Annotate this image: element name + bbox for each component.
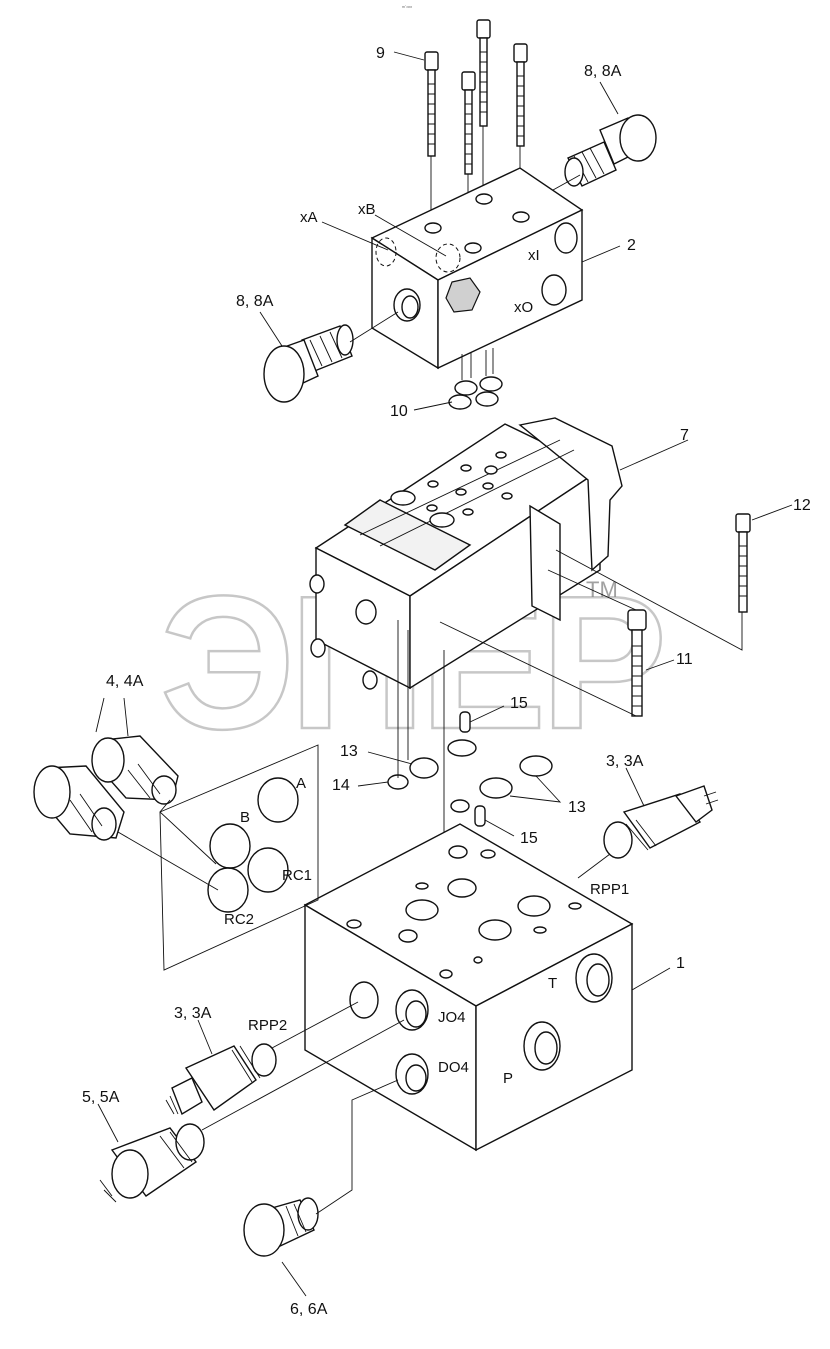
port-label-B: B (240, 809, 250, 826)
callout-1: 1 (676, 955, 685, 972)
cartridge-8-left (263, 324, 354, 403)
port-label-RC1: RC1 (282, 867, 312, 884)
valve-block-2 (370, 167, 584, 370)
port-label-RC2: RC2 (224, 911, 254, 928)
screw-11 (627, 609, 647, 717)
callout-8-8a-left: 8, 8A (236, 293, 274, 310)
callout-9: 9 (376, 45, 385, 62)
screw-12 (735, 513, 751, 613)
port-label-RPP1: RPP1 (590, 881, 629, 898)
screw (424, 51, 439, 157)
screw (461, 71, 476, 175)
port-label-xO: xO (514, 299, 533, 316)
port-panel (159, 744, 319, 971)
cartridge-3-right (603, 785, 719, 859)
callout-3-3a-left: 3, 3A (174, 1005, 212, 1022)
port-label-A: A (296, 775, 306, 792)
plug-6 (243, 1197, 319, 1257)
port-label-xA: xA (300, 209, 318, 226)
callout-7: 7 (680, 427, 689, 444)
main-block-1 (303, 823, 634, 1152)
callout-13-left: 13 (340, 743, 358, 760)
pins-and-rings (387, 620, 553, 960)
cartridge-3-left (165, 1043, 277, 1116)
port-label-xI: xI (528, 247, 540, 264)
callout-4-4a: 4, 4A (106, 673, 144, 690)
callout-13-right: 13 (568, 799, 586, 816)
valve-body-7 (309, 417, 623, 690)
callout-5-5a: 5, 5A (82, 1089, 120, 1106)
callout-6-6a: 6, 6A (290, 1301, 328, 1318)
screw (513, 43, 528, 147)
callout-15-upper: 15 (510, 695, 528, 712)
port-label-P: P (503, 1070, 513, 1087)
port-label-T: T (548, 975, 557, 992)
callout-10: 10 (390, 403, 408, 420)
screw (476, 19, 491, 127)
callout-3-3a-right: 3, 3A (606, 753, 644, 770)
callout-8-8a-top: 8, 8A (584, 63, 622, 80)
cartridges-4 (33, 735, 179, 841)
callout-12: 12 (793, 497, 811, 514)
port-label-RPP2: RPP2 (248, 1017, 287, 1034)
port-label-xB: xB (358, 201, 376, 218)
o-rings-10 (448, 348, 503, 410)
callout-15-lower: 15 (520, 830, 538, 847)
callout-11: 11 (676, 651, 693, 668)
callout-14: 14 (332, 777, 350, 794)
header-mark: ᵐ˙ᵒᵒᵒ (402, 5, 412, 11)
port-label-DO4: DO4 (438, 1059, 469, 1076)
callout-2: 2 (627, 237, 636, 254)
cartridge-5 (99, 1123, 205, 1203)
screws-9 (424, 19, 528, 248)
port-label-JO4: JO4 (438, 1009, 466, 1026)
